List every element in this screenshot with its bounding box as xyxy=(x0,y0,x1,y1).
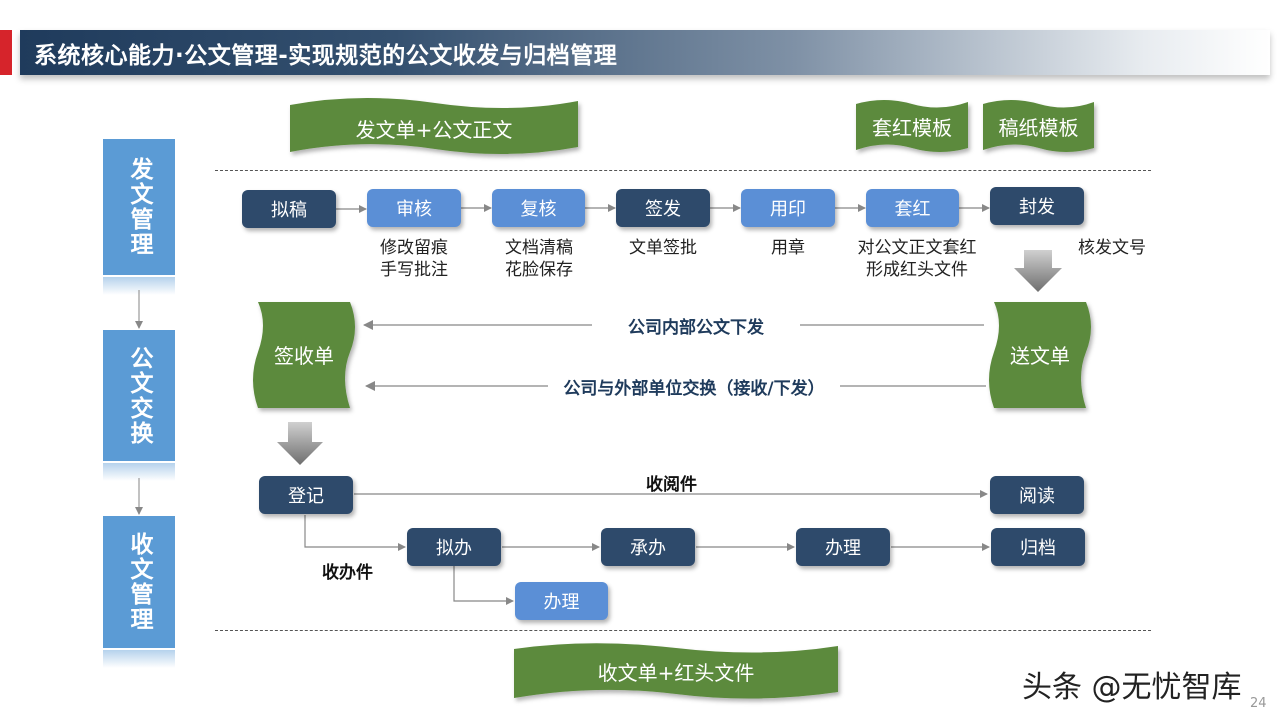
step-register: 登记 xyxy=(259,476,353,514)
note-dispatch: 核发文号 xyxy=(1078,238,1146,258)
top-separator xyxy=(215,170,1151,171)
step-undertake: 承办 xyxy=(601,528,695,566)
page-title: 系统核心能力·公文管理-实现规范的公文收发与归档管理 xyxy=(34,43,618,69)
side-label-exchange: 公文交换 xyxy=(103,330,175,461)
paper-template-banner: 稿纸模板 xyxy=(998,115,1079,140)
note-recheck: 文档清稿 花脸保存 xyxy=(505,238,573,280)
title-bar xyxy=(20,30,1270,75)
step-draft-handle: 拟办 xyxy=(407,528,501,566)
page-number: 24 xyxy=(1250,696,1267,711)
send-sheet-banner: 送文单 xyxy=(1010,343,1070,368)
note-review: 修改留痕 手写批注 xyxy=(380,238,448,280)
red-template-banner: 套红模板 xyxy=(872,115,952,140)
side-reflection xyxy=(103,650,175,668)
watermark: 头条 @无忧智库 xyxy=(1022,670,1242,705)
label-handle-item: 收办件 xyxy=(322,563,373,583)
step-archive: 归档 xyxy=(991,528,1085,566)
step-issue: 签发 xyxy=(616,189,710,227)
side-label-receive: 收文管理 xyxy=(103,516,175,648)
side-reflection xyxy=(103,277,175,295)
step-draft: 拟稿 xyxy=(242,190,336,228)
step-review: 审核 xyxy=(367,189,461,227)
step-process-branch: 办理 xyxy=(515,582,608,620)
title-accent-bar xyxy=(0,30,12,75)
side-reflection xyxy=(103,463,175,481)
bottom-doc-banner: 收文单+红头文件 xyxy=(597,660,755,685)
step-read: 阅读 xyxy=(990,476,1084,514)
note-seal: 用章 xyxy=(771,238,805,258)
step-recheck: 复核 xyxy=(492,189,585,227)
step-redhead: 套红 xyxy=(866,189,959,227)
note-redhead: 对公文正文套红 形成红头文件 xyxy=(857,238,977,280)
bottom-separator xyxy=(215,630,1151,631)
sign-receipt-banner: 签收单 xyxy=(274,343,334,368)
label-external-exchange: 公司与外部单位交换（接收/下发） xyxy=(563,379,825,399)
side-label-send: 发文管理 xyxy=(103,139,175,275)
note-issue: 文单签批 xyxy=(629,238,697,258)
step-seal: 用印 xyxy=(741,189,835,227)
label-read-item: 收阅件 xyxy=(646,475,697,495)
label-internal-exchange: 公司内部公文下发 xyxy=(628,318,764,338)
step-dispatch: 封发 xyxy=(990,187,1084,225)
send-doc-banner: 发文单+公文正文 xyxy=(355,117,513,142)
step-process: 办理 xyxy=(796,528,890,566)
